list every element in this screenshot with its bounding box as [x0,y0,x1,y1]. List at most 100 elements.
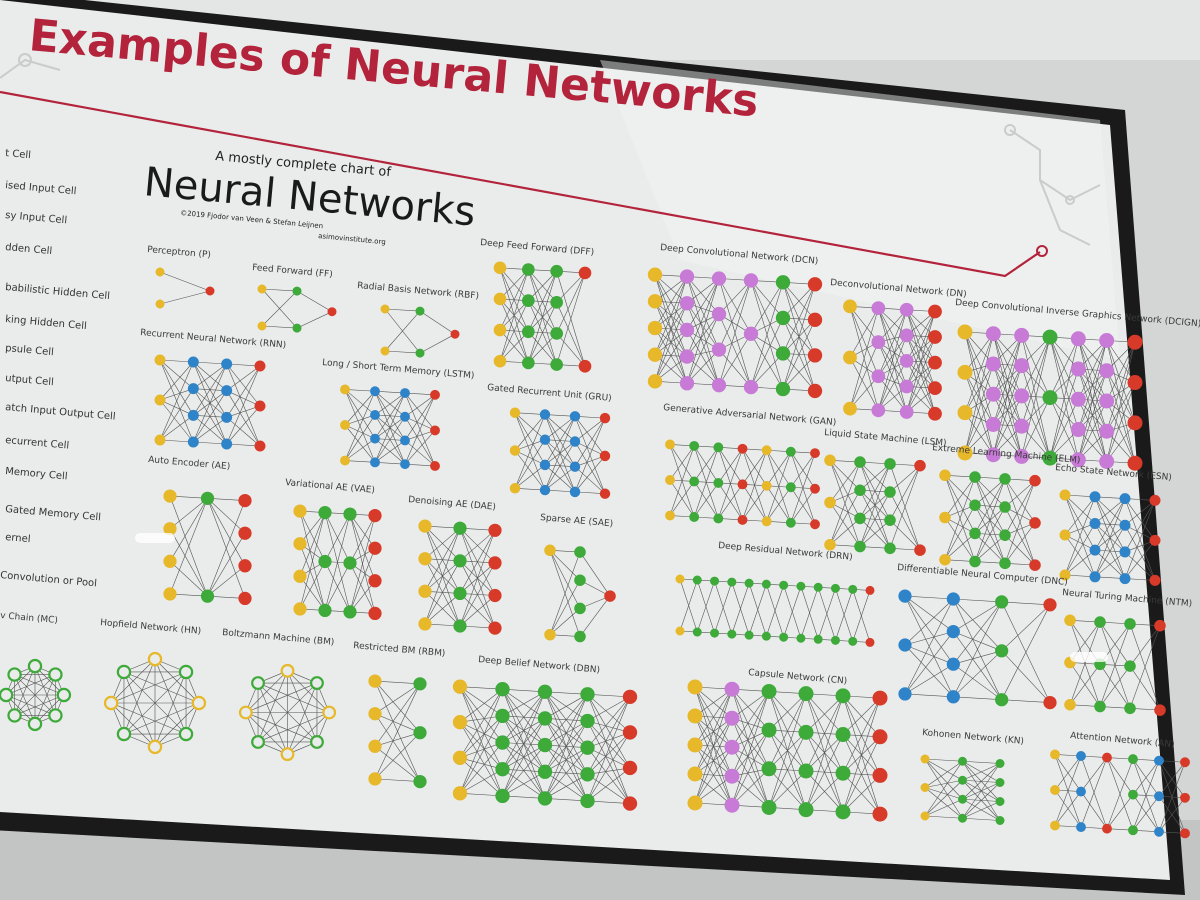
network-edge [1069,621,1101,705]
network-edge [1064,494,1096,524]
network-node [413,726,427,740]
network-node [537,764,553,779]
network-edge [1132,796,1160,831]
network-edge [324,514,351,611]
network-edge [694,775,733,804]
network-edge [459,530,496,627]
network-edge [544,416,576,440]
network-edge [1049,368,1079,459]
network-edge [693,447,719,482]
network-edge [324,562,351,611]
network-edge [384,308,421,312]
network-node [1070,331,1086,347]
network-edge [964,372,994,455]
network-node [522,356,535,370]
network-node [1064,698,1076,711]
network-edge [404,394,436,465]
network-edge [14,674,65,696]
network-edge [731,583,750,635]
network-edge [782,284,816,319]
network-edge [556,272,586,303]
network-node [807,312,823,327]
network-node [580,713,595,729]
network-node [400,388,410,398]
network-edge [889,465,921,549]
network-node [687,737,703,753]
network-edge [384,310,421,352]
network-edge [459,595,496,627]
network-edge [514,439,546,489]
network-edge [718,313,752,388]
network-edge [974,478,1006,534]
network-edge [349,515,376,564]
network-node [647,320,663,336]
network-edge [964,333,994,454]
network-edge [829,461,861,503]
network-edge [1106,757,1134,795]
network-edge [1124,525,1156,581]
network-node [400,459,410,470]
network-edge [953,663,1002,700]
network-edge [766,585,784,637]
network-edge [669,445,695,516]
network-node [580,767,595,782]
network-edge [849,306,879,377]
network-node [761,480,772,491]
network-edge [424,527,461,559]
network-edge [1078,370,1107,460]
network-node [958,775,967,785]
network-edge [686,313,720,384]
network-edge [1021,336,1051,397]
network-edge [574,466,606,494]
network-edge [419,310,456,335]
network-node [370,386,380,397]
network-node [370,457,380,468]
network-node [343,556,357,570]
network-node [679,269,695,284]
network-edge [499,331,529,362]
network-edge [587,732,631,802]
network-edge [904,598,954,646]
network-node [413,677,427,691]
network-node [604,590,616,602]
network-edge [502,691,546,743]
network-node [452,715,468,730]
network-node [280,747,295,762]
network-node [415,348,425,358]
network-edge [962,763,1001,800]
network-edge [169,561,208,597]
network-edge [718,448,743,484]
network-node [775,275,791,290]
network-edge [1001,604,1051,652]
network-node [221,438,233,450]
network-node [322,705,337,720]
network-node [679,296,695,311]
network-node [824,454,836,467]
network-edge [544,694,588,772]
network-edge [587,696,631,722]
network-node [574,602,586,615]
network-node [1127,455,1143,471]
network-node [969,555,981,568]
network-edge [344,414,376,426]
network-edge [718,349,752,388]
network-node [509,445,521,456]
network-node [293,602,307,616]
network-edge [459,689,503,794]
network-edge [1080,757,1108,828]
network-node [0,687,14,703]
network-edge [790,453,816,523]
network-node [928,304,942,319]
network-node [995,816,1005,825]
network-node [928,381,942,396]
network-node [430,425,440,436]
network-edge [459,768,503,794]
network-edge [1106,370,1136,464]
network-node [574,546,586,558]
network-edge [686,278,720,331]
network-edge [374,732,421,780]
network-node [221,385,233,397]
network-edge [878,309,907,377]
network-edge [974,534,1006,562]
network-node [327,307,337,317]
